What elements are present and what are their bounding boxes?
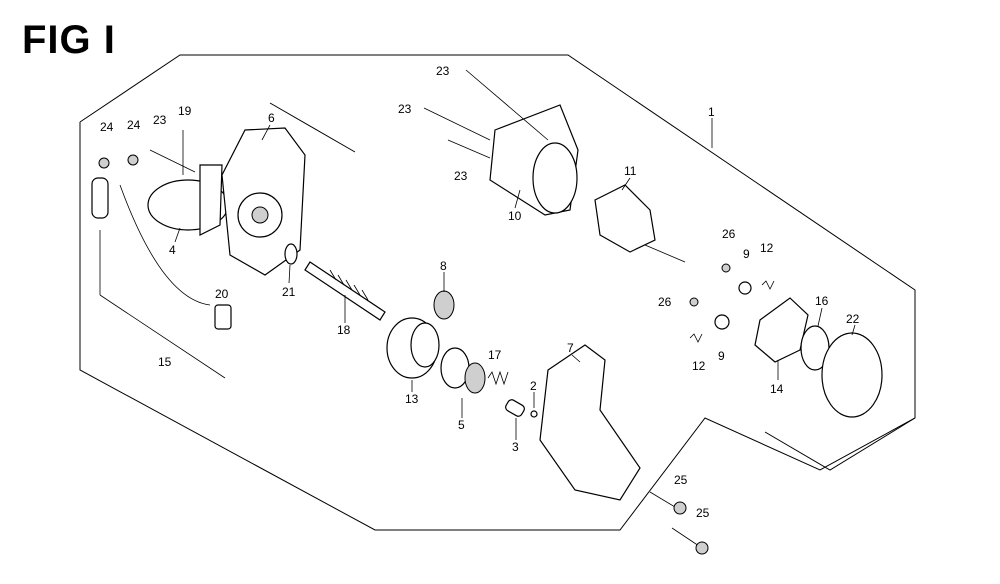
nut-part-24b [127,154,139,166]
solenoid-bracket [199,164,223,236]
callout-12-top: 12 [760,241,774,255]
washer-part [284,243,298,265]
brush-part-9a [738,281,752,295]
spring-part-12b [689,333,703,343]
callout-14: 14 [770,382,784,396]
leader-4 [174,227,181,243]
collar-part [505,399,525,417]
through-bolt-mid [423,107,491,141]
clutch-gear [464,362,486,394]
figure-title: FIG I [22,18,116,62]
shaft-helix [329,269,369,301]
leader-6 [261,124,271,141]
callout-22: 22 [846,312,860,326]
yoke-end [532,142,578,214]
bolt-head-25b [695,541,709,555]
brush-part-9b [714,314,730,330]
leader-21 [288,264,291,284]
callout-7: 7 [567,341,574,355]
front-housing-part [539,344,641,501]
callout-4: 4 [169,243,176,257]
shaft-part [304,261,386,321]
terminal-boot-part [91,177,109,219]
callout-19: 19 [178,104,192,118]
spring-part [487,370,509,386]
armature-part [594,184,656,253]
pinion-gear-part [433,290,455,320]
harness-outline-bottom [99,294,226,379]
wire-harness-part [119,184,211,306]
callout-18: 18 [337,323,351,337]
callout-24-left: 24 [100,120,114,134]
callout-26-bottom: 26 [658,295,672,309]
callout-5: 5 [458,418,465,432]
leader-22 [851,324,856,336]
callout-13: 13 [405,392,419,406]
callout-23-low: 23 [454,169,468,183]
callout-26-top: 26 [722,227,736,241]
callout-25-bottom: 25 [696,506,710,520]
callout-23-left: 23 [153,113,167,127]
spring-part-12a [761,280,775,290]
assembly-outline [79,54,916,531]
callout-8: 8 [440,259,447,273]
callout-17: 17 [488,348,502,362]
brush-holder-part [754,297,809,363]
callout-15: 15 [158,355,172,369]
callout-1: 1 [708,105,715,119]
callout-9-bottom: 9 [718,349,725,363]
callout-23-mid: 23 [398,102,412,116]
callout-3: 3 [512,440,519,454]
callout-25-top: 25 [674,473,688,487]
callout-23-top: 23 [436,64,450,78]
leader-11 [621,177,631,191]
callout-24-right: 24 [127,118,141,132]
callout-6: 6 [268,111,275,125]
bolt-part-23-left [149,149,196,173]
leader-16 [817,307,823,327]
through-bolt-low [447,139,491,159]
housing-cover-bore-inner [251,206,269,224]
screw-part-26a [721,263,731,273]
subassembly-outline-6 [269,102,356,153]
terminal-part [214,304,232,330]
leader-7 [571,354,581,363]
callout-21: 21 [282,285,296,299]
callout-2: 2 [530,379,537,393]
o-ring-part [821,332,883,418]
armature-shaft [644,244,686,263]
callout-20: 20 [215,287,229,301]
bolt-head-25a [673,501,687,515]
pin-part [530,410,538,418]
nut-part-24a [98,157,110,169]
subassembly-outline-right [764,417,916,471]
callout-11: 11 [624,164,637,178]
leader-10 [514,189,521,209]
callout-16: 16 [815,294,829,308]
gear-ring [410,322,440,368]
callout-10: 10 [508,209,522,223]
through-bolt-top [465,69,549,141]
callout-9-top: 9 [743,247,750,261]
callout-12-bottom: 12 [692,359,706,373]
screw-part-26b [689,297,699,307]
clutch-part [440,347,470,389]
